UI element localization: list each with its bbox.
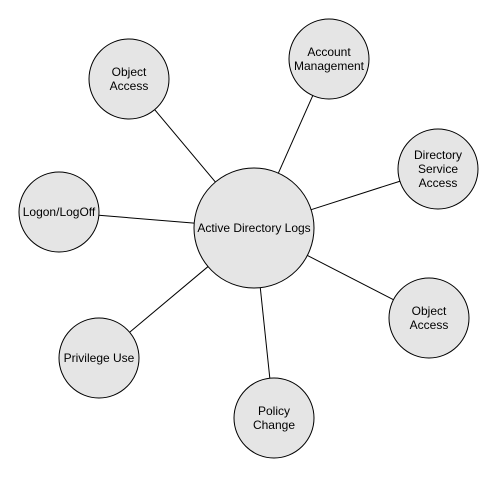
nodes: ObjectAccessAccountManagementDirectorySe… (18, 18, 479, 459)
edge-object-access-top (154, 109, 216, 183)
edge-directory-service-access (310, 180, 401, 211)
node-account-management-label-line: Account (307, 45, 351, 59)
edge-policy-change (259, 287, 271, 379)
node-policy-change-label-line: Policy (258, 404, 290, 418)
node-directory-service-access-circle (397, 128, 479, 210)
edge-logon-logoff (98, 214, 195, 224)
edge-object-access-right (307, 254, 394, 301)
node-logon-logoff-circle (18, 171, 100, 253)
node-object-access-top-label-line: Access (110, 79, 149, 93)
node-object-access-right-label-line: Access (410, 318, 449, 332)
node-object-access-top-circle (88, 38, 170, 120)
node-directory-service-access-label-line: Directory (414, 148, 462, 162)
node-logon-logoff-label-line: Logon/LogOff (23, 205, 96, 219)
node-object-access-top-label-line: Object (112, 65, 147, 79)
node-active-directory-logs-circle (193, 167, 315, 289)
node-policy-change-circle (233, 377, 315, 459)
edge-account-management (277, 95, 314, 174)
edge-privilege-use (129, 266, 209, 333)
node-active-directory-logs: Active Directory Logs (193, 167, 315, 289)
node-logon-logoff: Logon/LogOff (18, 171, 100, 253)
node-privilege-use: Privilege Use (58, 317, 140, 399)
node-directory-service-access-label-line: Access (419, 176, 458, 190)
node-account-management-label-line: Management (294, 59, 365, 73)
node-privilege-use-label-line: Privilege Use (64, 351, 135, 365)
edges (98, 95, 401, 379)
node-active-directory-logs-label-line: Active Directory Logs (197, 221, 310, 235)
node-privilege-use-circle (58, 317, 140, 399)
node-object-access-right-circle (388, 277, 470, 359)
node-policy-change-label-line: Change (253, 418, 295, 432)
node-directory-service-access-label-line: Service (418, 162, 458, 176)
node-account-management-circle (288, 18, 370, 100)
node-object-access-right-label-line: Object (412, 304, 447, 318)
